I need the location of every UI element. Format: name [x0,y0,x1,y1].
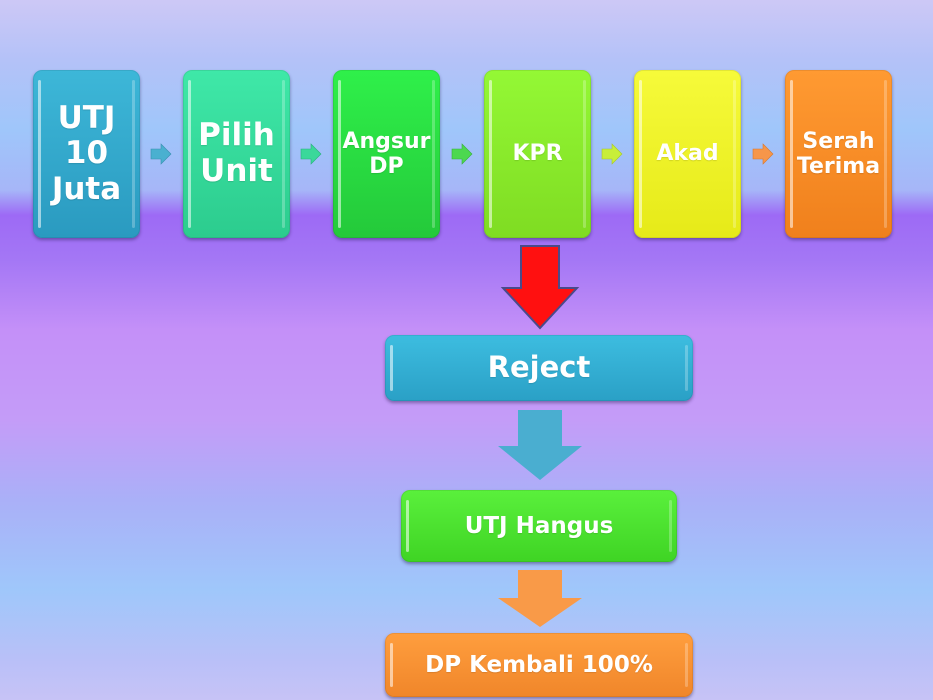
step-label: KPR [512,141,563,167]
node-label: DP Kembali 100% [425,651,653,678]
step-label: UTJ 10 Juta [51,99,122,207]
node-dp-kembali: DP Kembali 100% [385,633,693,697]
connector-1 [150,143,172,165]
step-akad: Akad [634,70,741,238]
step-utj-10-juta: UTJ 10 Juta [33,70,140,238]
connector-2 [300,143,322,165]
connector-3 [451,143,473,165]
connector-kpr-reject [500,245,580,330]
arrow-down-blue-icon [498,410,582,480]
connector-4 [601,143,623,165]
connector-5 [752,143,774,165]
arrow-right-icon [150,143,172,165]
arrow-right-icon [752,143,774,165]
connector-reject-hangus [498,410,582,480]
step-serah-terima: Serah Terima [785,70,892,238]
step-pilih-unit: Pilih Unit [183,70,290,238]
arrow-right-icon [300,143,322,165]
arrow-right-icon [601,143,623,165]
node-label: UTJ Hangus [464,512,614,539]
step-kpr: KPR [484,70,591,238]
step-label: Angsur DP [342,128,431,179]
step-label: Akad [656,141,719,167]
step-angsur-dp: Angsur DP [333,70,440,238]
node-label: Reject [487,350,591,385]
node-utj-hangus: UTJ Hangus [401,490,677,562]
arrow-down-orange-icon [498,570,582,627]
step-label: Pilih Unit [198,117,275,189]
arrow-down-red-icon [500,245,580,330]
step-label: Serah Terima [796,128,881,179]
node-reject: Reject [385,335,693,401]
arrow-right-icon [451,143,473,165]
connector-hangus-dp [498,570,582,627]
